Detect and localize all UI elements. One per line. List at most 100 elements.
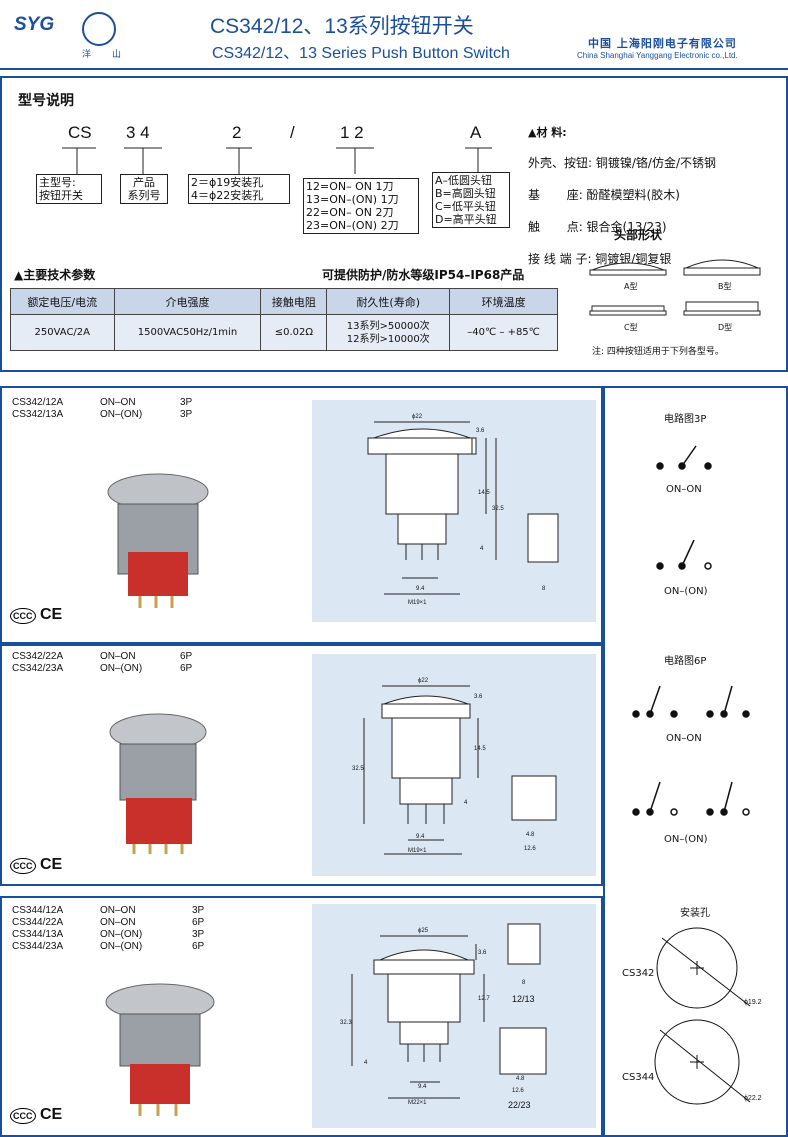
series-label: 产品 系列号 <box>120 174 168 204</box>
material-title: ▲材 料: <box>528 126 567 139</box>
dim-label: 8 <box>522 980 526 986</box>
spec-header: 介电强度 <box>113 288 262 315</box>
circuit-6p-on-on: ON–ON <box>666 733 702 744</box>
dim-label: M19×1 <box>408 848 427 854</box>
hole-cs342-label: CS342 <box>622 968 655 979</box>
head-b-shape <box>685 259 759 269</box>
product-photo-3 <box>105 983 215 1116</box>
product-photo-2 <box>109 713 207 854</box>
model-code: CS344/22A <box>12 917 64 928</box>
head-label: A–低圆头钮 B=高圆头钮 C=低平头钮 D=高平头钮 <box>432 172 510 228</box>
spec-value: 250VAC/2A <box>10 314 115 351</box>
model-code: CS344/12A <box>12 905 64 916</box>
header-divider <box>0 68 788 70</box>
model-row: CS344/23A ON–(ON) 6P <box>12 941 232 953</box>
cert-marks-3: CCC CE <box>10 1106 62 1124</box>
spec-value: –40℃ – +85℃ <box>449 314 558 351</box>
dim-label: 4 <box>364 1060 368 1066</box>
model-code: CS342/23A <box>12 663 64 674</box>
ce-icon: CE <box>39 1106 63 1123</box>
dim-label: 22/23 <box>508 1100 531 1110</box>
circuit-3p-diagram <box>656 445 712 570</box>
head-shape-title: 头部形状 <box>614 228 663 242</box>
model-row: CS344/22A ON–ON 6P <box>12 917 232 929</box>
dim-label: 12.6 <box>512 1088 524 1094</box>
model-action: ON–(ON) <box>100 941 143 952</box>
model-poles: 6P <box>180 663 193 674</box>
brand-cn-right: 山 <box>112 50 122 60</box>
model-code: CS344/23A <box>12 941 64 952</box>
cert-marks-2: CCC CE <box>10 856 62 874</box>
material-list: 外壳、按钮: 铜镀镍/铬/仿金/不锈钢 基 座: 酚醛模塑料(胶木) 触 点: … <box>528 139 716 283</box>
material-item: 基 座: 酚醛模塑料(胶木) <box>528 188 680 202</box>
page-title-cn: CS342/12、13系列按钮开关 <box>210 15 474 38</box>
model-code: CS344/13A <box>12 929 64 940</box>
spec-value: 1500VAC50Hz/1min <box>113 314 262 351</box>
circuit-6p-on-mom: ON–(ON) <box>664 834 708 845</box>
model-action: ON–ON <box>100 651 136 662</box>
product-section-1 <box>0 386 603 644</box>
dim-label: 32.5 <box>352 766 364 772</box>
model-poles: 6P <box>192 941 205 952</box>
spec-value-row: 250VAC/2A 1500VAC50Hz/1min ≤0.02Ω 13系列>5… <box>10 314 558 351</box>
mounting-hole-diagram: ϕ19.2 ϕ22.2 <box>654 927 762 1105</box>
head-type-d: D型 <box>718 323 733 332</box>
code-connector-lines <box>62 147 492 174</box>
dim-label: 3.6 <box>474 694 483 700</box>
code-a: A <box>470 123 482 142</box>
yangshan-logo-icon <box>82 12 116 46</box>
ccc-icon: CCC <box>10 608 36 624</box>
main-model-label: 主型号: 按钮开关 <box>36 174 102 204</box>
hole-cs344-label: CS344 <box>622 1072 655 1083</box>
model-poles: 6P <box>192 917 205 928</box>
head-type-a: A型 <box>624 282 638 291</box>
dim-label: 8 <box>542 586 546 592</box>
cert-marks-1: CCC CE <box>10 606 62 624</box>
dimension-drawing-1: ϕ22 3.6 14.5 32.5 4 9.4 M19×1 8 <box>367 414 559 606</box>
brand-cn-left: 洋 <box>82 50 92 60</box>
product-section-3 <box>0 896 603 1137</box>
dim-label: 9.4 <box>416 586 425 592</box>
dim-label: ϕ22 <box>412 414 423 420</box>
dim-label: 3.6 <box>476 428 485 434</box>
dim-label: ϕ22 <box>418 678 429 684</box>
model-row: CS342/22A ON–ON 6P <box>12 651 212 663</box>
dim-label: M22×1 <box>408 1100 427 1106</box>
material-item: 外壳、按钮: 铜镀镍/铬/仿金/不锈钢 <box>528 156 716 170</box>
model-poles: 6P <box>180 651 193 662</box>
product-section-2 <box>0 644 603 886</box>
model-code: CS342/22A <box>12 651 64 662</box>
mounting-hole-title: 安装孔 <box>680 908 710 919</box>
model-code: CS342/13A <box>12 409 64 420</box>
dim-label: 4 <box>464 800 468 806</box>
page-title-en: CS342/12、13 Series Push Button Switch <box>212 45 510 62</box>
model-poles: 3P <box>192 905 205 916</box>
dim-label: 32.3 <box>340 1020 352 1026</box>
head-d-shape <box>685 301 759 312</box>
ccc-icon: CCC <box>10 858 36 874</box>
spec-header: 环境温度 <box>449 288 558 315</box>
spec-header: 接触电阻 <box>260 288 328 315</box>
spec-header-row: 额定电压/电流 介电强度 接触电阻 耐久性(寿命) 环境温度 <box>10 288 558 315</box>
dim-label: 12/13 <box>512 994 535 1004</box>
dimension-drawing-3: ϕ25 3.6 12.7 32.3 4 9.4 M22×1 8 12/13 4.… <box>340 923 547 1110</box>
model-action: ON–ON <box>100 917 136 928</box>
spec-value: ≤0.02Ω <box>260 314 328 351</box>
code-34: 3 4 <box>126 123 150 142</box>
circuit-6p-title: 电路图6P <box>664 656 707 667</box>
dim-label: ϕ25 <box>418 928 429 934</box>
hole-label: 2＝ϕ19安装孔 4＝ϕ22安装孔 <box>188 174 290 204</box>
head-a-shape <box>591 262 665 271</box>
dim-label: M19×1 <box>408 600 427 606</box>
brand-logo: SYG <box>14 14 55 35</box>
circuit-label: 12=ON– ON 1刀 13=ON–(ON) 1刀 22=ON– ON 2刀 … <box>303 178 419 234</box>
head-type-c: C型 <box>624 323 638 332</box>
dim-label: 14.5 <box>478 490 490 496</box>
dim-label: 12.6 <box>524 846 536 852</box>
dim-label: 4 <box>480 546 484 552</box>
